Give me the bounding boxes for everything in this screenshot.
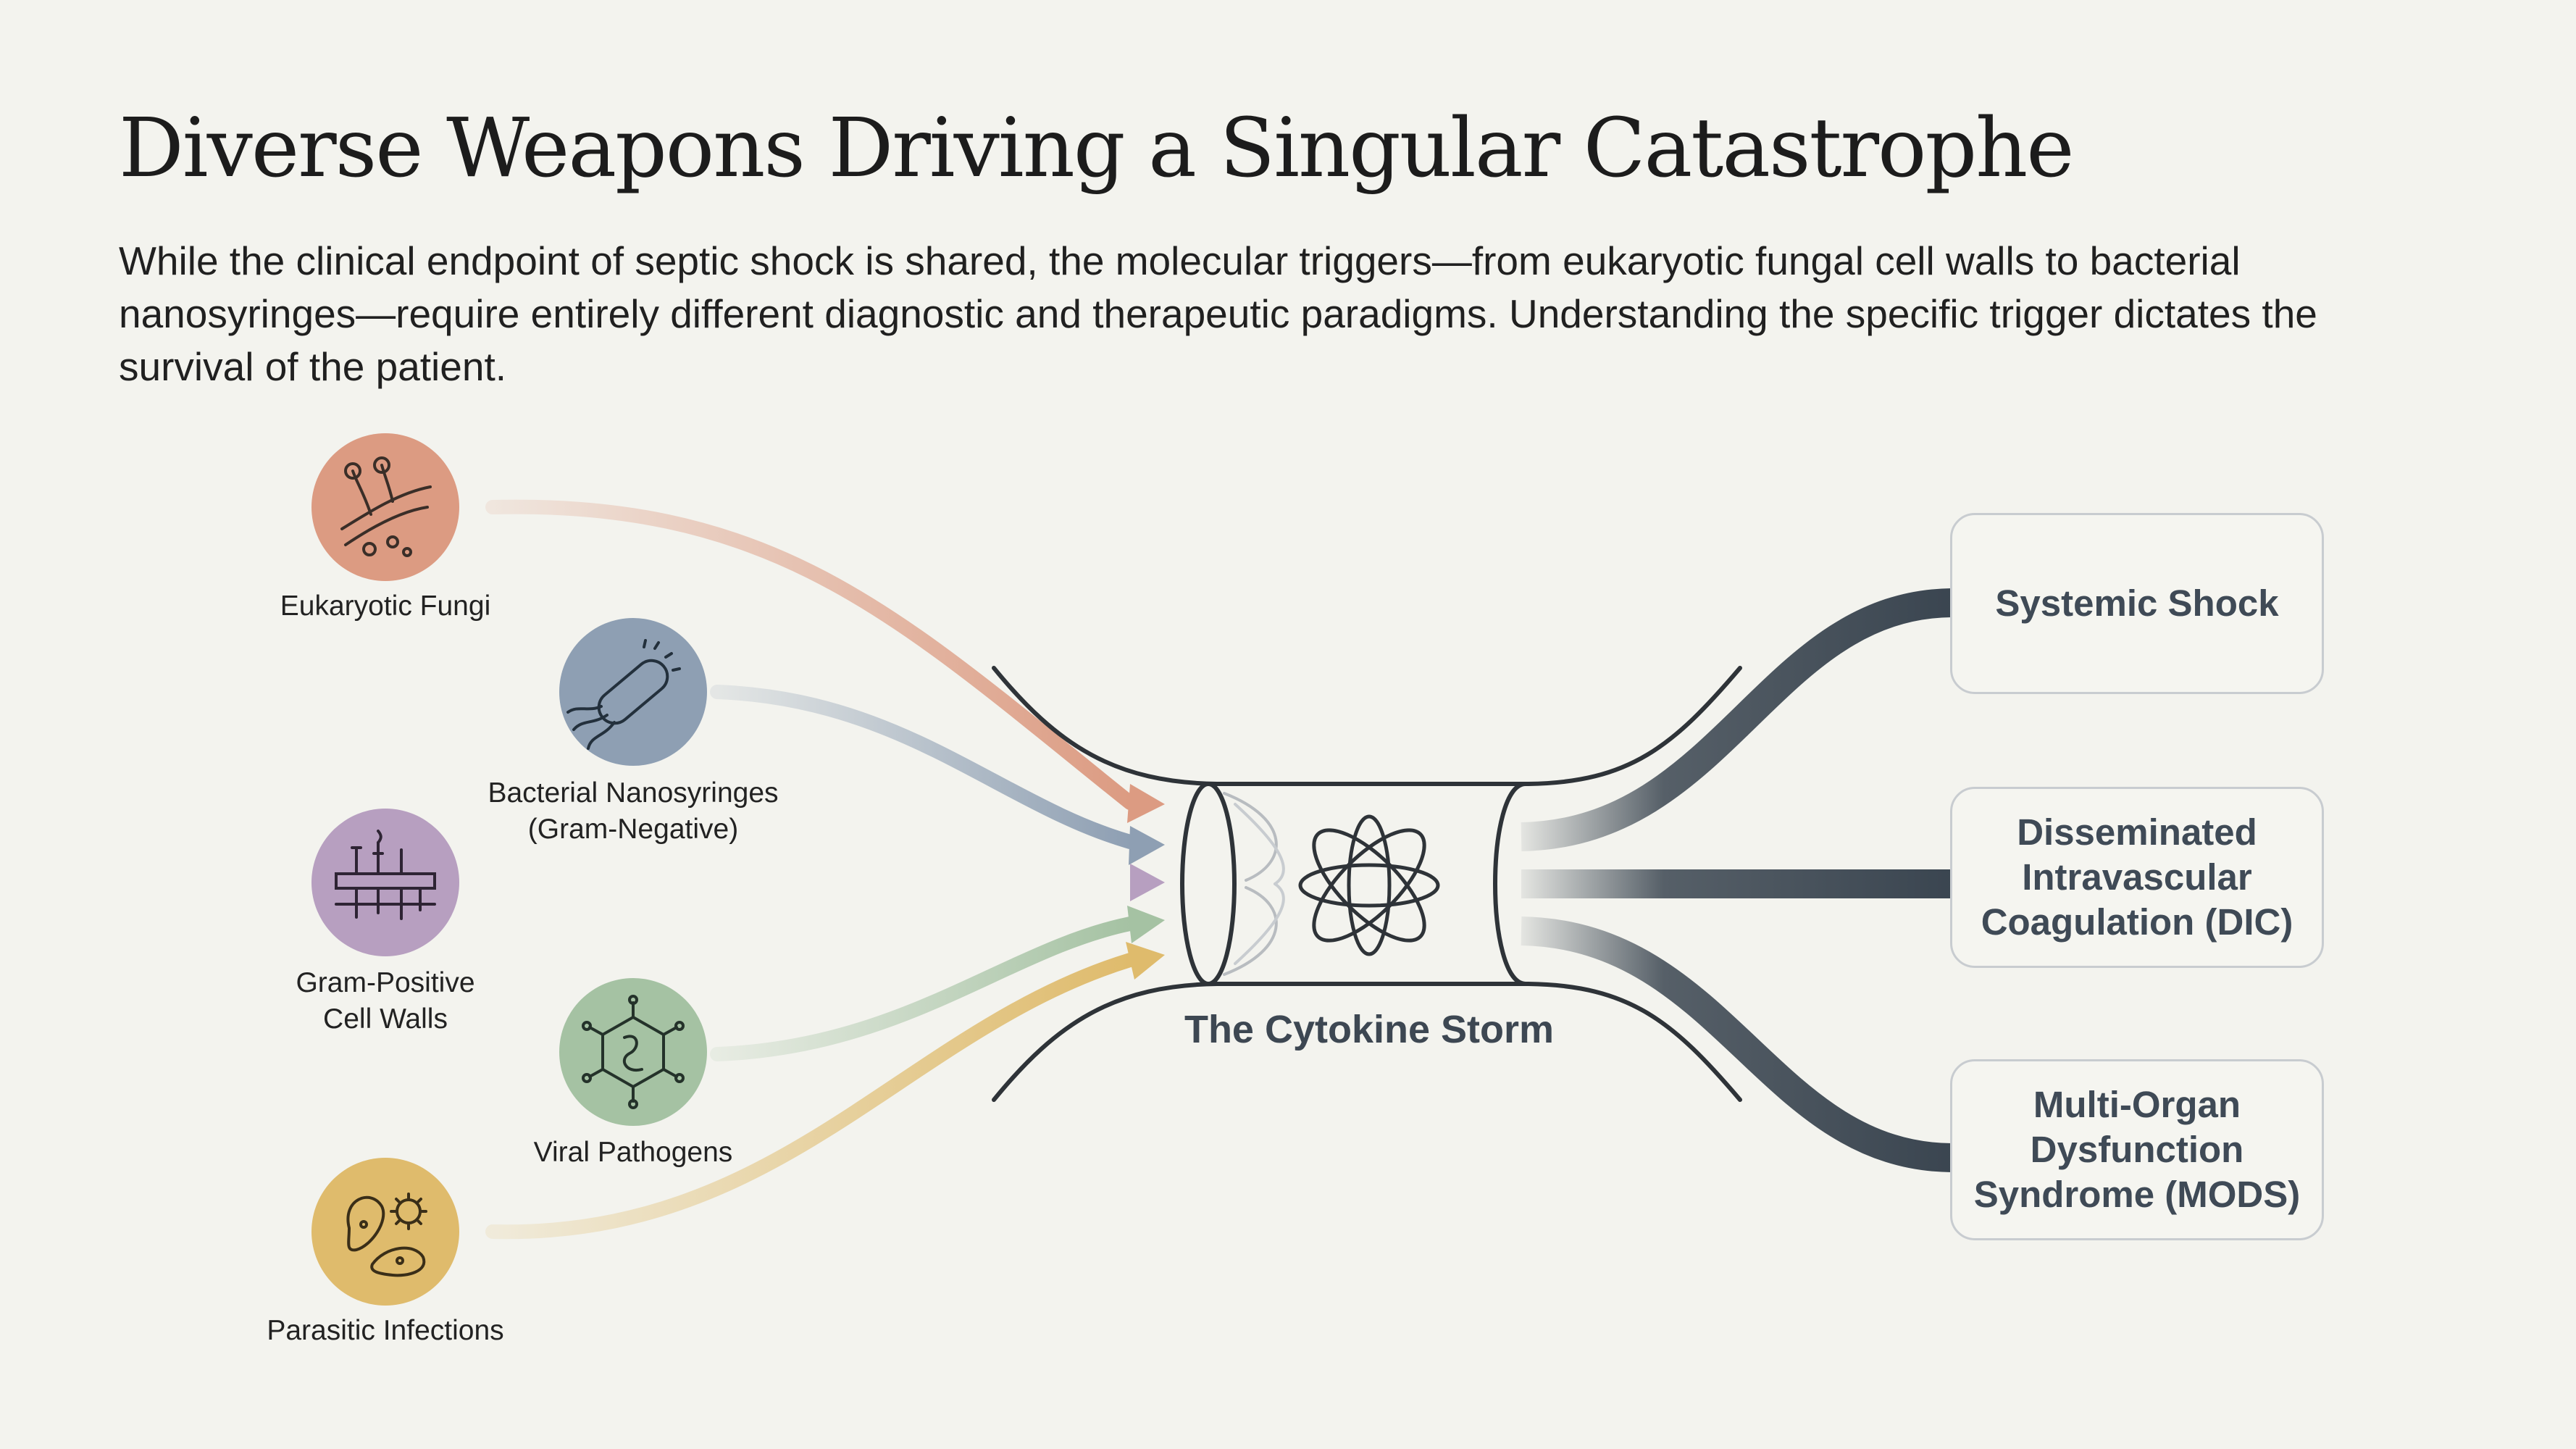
outcome-label-systemic-shock: Systemic Shock xyxy=(1995,582,2279,624)
cytokine-storm-icon xyxy=(1298,814,1440,956)
source-label-viral: Viral Pathogens xyxy=(533,1137,733,1168)
tube-outlet-ring xyxy=(1493,782,1528,986)
source-label-bacteria-line2: (Gram-Negative) xyxy=(527,814,739,845)
virus-icon xyxy=(559,978,707,1126)
arrowhead-viral xyxy=(1127,906,1165,943)
tube-inlet-ring xyxy=(1180,782,1237,986)
outcome-box-dic: Disseminated Intravascular Coagulation (… xyxy=(1950,787,2324,968)
arrowhead-gram-positive xyxy=(1130,864,1165,901)
source-label-bacteria-line1: Bacterial Nanosyringes xyxy=(488,777,779,809)
source-label-parasitic: Parasitic Infections xyxy=(267,1315,504,1346)
cytokine-storm-label: The Cytokine Storm xyxy=(1184,1008,1555,1051)
arrowhead-parasitic xyxy=(1126,942,1165,980)
arrowhead-bacteria xyxy=(1129,826,1165,865)
flow-arrow-viral xyxy=(710,916,1137,1061)
flow-arrow-fungi xyxy=(485,499,1137,810)
page-title: Diverse Weapons Driving a Singular Catas… xyxy=(119,101,2075,196)
flow-arrow-bacteria xyxy=(710,685,1137,849)
outcome-box-mods: Multi-Organ Dysfunction Syndrome (MODS) xyxy=(1950,1059,2324,1240)
fungi-icon xyxy=(311,433,459,581)
source-label-fungi: Eukaryotic Fungi xyxy=(280,590,491,622)
outflow-mods xyxy=(1521,916,1952,1172)
cytokine-storm-vessel xyxy=(992,666,1742,1102)
source-label-gram-positive-line2: Cell Walls xyxy=(323,1003,448,1035)
arrowhead-fungi xyxy=(1127,784,1165,823)
outflow-systemic-shock xyxy=(1521,588,1952,851)
flow-arrow-parasitic xyxy=(485,953,1137,1240)
outcome-label-mods: Multi-Organ Dysfunction Syndrome (MODS) xyxy=(1973,1084,2301,1215)
outflow-pipes xyxy=(1521,588,1952,1172)
source-label-gram-positive-line1: Gram-Positive xyxy=(296,967,475,998)
inflow-arrows xyxy=(485,499,1165,1240)
outcome-box-systemic-shock: Systemic Shock xyxy=(1950,513,2324,694)
bacterium-icon xyxy=(559,618,707,766)
parasite-icon xyxy=(311,1158,459,1306)
cell-wall-icon xyxy=(311,809,459,956)
outcome-label-dic: Disseminated Intravascular Coagulation (… xyxy=(1981,811,2293,943)
page-subtitle: While the clinical endpoint of septic sh… xyxy=(119,238,2317,389)
